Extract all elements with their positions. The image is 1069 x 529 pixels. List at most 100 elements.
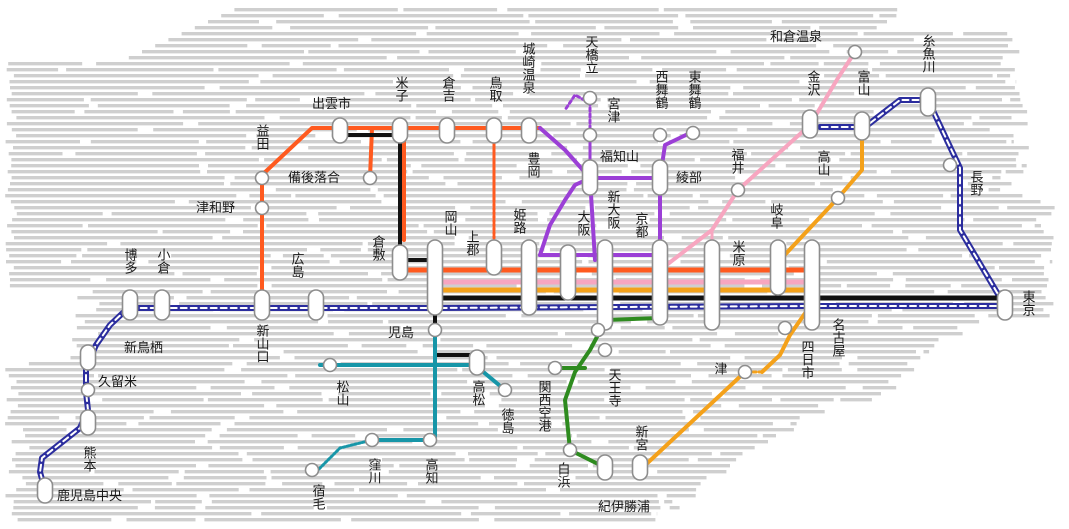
label-kansaikuko[interactable]: 関西空港	[536, 380, 552, 432]
label-hakata[interactable]: 博多	[122, 248, 138, 274]
label-tsu[interactable]: 津	[712, 362, 728, 375]
land-stripe	[82, 254, 162, 258]
land-stripe	[790, 56, 1003, 60]
label-itoigawa[interactable]: 糸魚川	[920, 34, 936, 73]
label-kurayoshi[interactable]: 倉吉	[440, 76, 456, 102]
label-kurume[interactable]: 久留米	[98, 375, 137, 390]
label-matsuyama[interactable]: 松山	[334, 380, 350, 406]
label-wakura[interactable]: 和倉温泉	[770, 29, 822, 45]
land-stripe	[7, 224, 83, 228]
land-stripe	[241, 368, 458, 372]
land-stripe	[848, 362, 908, 366]
label-higashimaizuru[interactable]: 東舞鶴	[686, 69, 702, 110]
label-shinyamaguchi[interactable]: 新山口	[254, 323, 270, 363]
label-himeji[interactable]: 姫路	[511, 208, 527, 234]
label-miyazu[interactable]: 宮津	[605, 96, 621, 123]
land-stripe	[13, 74, 259, 78]
label-kanazawa[interactable]: 金沢	[805, 69, 821, 96]
label-kamigori[interactable]: 上郡	[464, 230, 480, 257]
label-kubokawa[interactable]: 窪川	[366, 457, 382, 484]
land-stripe	[451, 110, 499, 114]
label-nishimaizuru[interactable]: 西舞鶴	[653, 70, 669, 110]
stn-amanohashidate	[582, 90, 598, 106]
label-takayama[interactable]: 高山	[815, 149, 831, 176]
land-stripe	[604, 26, 679, 30]
label-osaka[interactable]: 大阪	[575, 210, 591, 237]
stn-kurume	[80, 382, 96, 398]
land-stripe	[179, 302, 368, 306]
label-shirahama[interactable]: 白浜	[555, 461, 571, 488]
label-kinosaki[interactable]: 城崎温泉	[520, 42, 536, 94]
label-tennoji[interactable]: 天王寺	[606, 368, 622, 407]
land-stripe	[729, 254, 963, 258]
label-yokkaichi[interactable]: 四日市	[799, 340, 815, 379]
land-stripe	[246, 362, 335, 366]
label-fukuchiyama[interactable]: 福知山	[600, 149, 639, 165]
land-stripe	[591, 272, 794, 276]
land-stripe	[204, 518, 341, 522]
land-stripe	[334, 482, 408, 486]
label-kyoto[interactable]: 京都	[633, 212, 649, 238]
label-hiroshima[interactable]: 広島	[289, 252, 305, 278]
land-stripe	[999, 266, 1045, 270]
label-fukui[interactable]: 福井	[729, 148, 745, 175]
land-stripe	[1049, 260, 1053, 264]
label-takamatsu[interactable]: 高松	[470, 379, 486, 406]
label-tokushima[interactable]: 徳島	[499, 408, 515, 434]
label-kochi[interactable]: 高知	[423, 457, 439, 484]
land-stripe	[786, 242, 1003, 246]
land-stripe	[470, 206, 586, 210]
land-stripe	[768, 104, 815, 108]
land-stripe	[527, 374, 691, 378]
label-okayama[interactable]: 岡山	[442, 210, 457, 236]
stn-izumoshi	[331, 117, 349, 144]
label-bingoochiai[interactable]: 備後落合	[288, 170, 340, 186]
label-kokura[interactable]: 小倉	[155, 248, 171, 275]
label-toyama[interactable]: 富山	[855, 69, 870, 96]
label-kumamoto[interactable]: 熊本	[81, 445, 97, 472]
label-kiikatsuura[interactable]: 紀伊勝浦	[598, 500, 650, 515]
land-stripe	[186, 296, 258, 300]
label-ayabe[interactable]: 綾部	[676, 170, 702, 186]
label-kagoshima[interactable]: 鹿児島中央	[57, 488, 122, 504]
land-stripe	[251, 146, 293, 150]
land-stripe	[507, 116, 708, 120]
land-stripe	[551, 152, 747, 156]
land-stripe	[640, 164, 776, 168]
label-shingu[interactable]: 新宮	[633, 424, 649, 451]
land-stripe	[11, 110, 75, 114]
land-stripe	[176, 482, 266, 486]
label-shinosaka[interactable]: 新大阪	[605, 189, 621, 230]
label-shintosu[interactable]: 新鳥栖	[124, 340, 163, 356]
land-stripe	[771, 200, 883, 204]
label-tottori[interactable]: 鳥取	[487, 76, 503, 102]
land-stripe	[669, 212, 875, 216]
land-stripe	[494, 476, 558, 480]
label-izumoshi[interactable]: 出雲市	[312, 96, 351, 112]
stn-kochi	[422, 432, 438, 448]
label-nagoya[interactable]: 名古屋	[830, 317, 846, 358]
label-masuda[interactable]: 益田	[254, 124, 270, 150]
land-stripe	[690, 398, 772, 402]
label-yonago[interactable]: 米子	[393, 76, 409, 102]
label-tokyo[interactable]: 東京	[1020, 289, 1036, 316]
label-maibara[interactable]: 米原	[730, 240, 746, 266]
land-stripe	[221, 14, 324, 18]
label-kojima[interactable]: 児島	[388, 326, 414, 341]
label-tsuwano[interactable]: 津和野	[196, 201, 235, 216]
land-stripe	[691, 380, 889, 384]
land-stripe	[607, 104, 760, 108]
land-stripe	[230, 182, 446, 186]
land-stripe	[589, 344, 711, 348]
label-kurashiki[interactable]: 倉敷	[370, 235, 386, 261]
label-nagano[interactable]: 長野	[968, 170, 984, 196]
land-stripe	[647, 194, 693, 198]
land-stripe	[508, 428, 689, 432]
label-sukumo[interactable]: 宿毛	[310, 483, 326, 510]
land-stripe	[529, 92, 729, 96]
land-stripe	[75, 314, 323, 318]
label-toyooka[interactable]: 豊岡	[525, 152, 541, 178]
label-amanohashidate[interactable]: 天橋立	[583, 35, 599, 74]
land-stripe	[630, 38, 767, 42]
label-gifu[interactable]: 岐阜	[768, 203, 784, 229]
